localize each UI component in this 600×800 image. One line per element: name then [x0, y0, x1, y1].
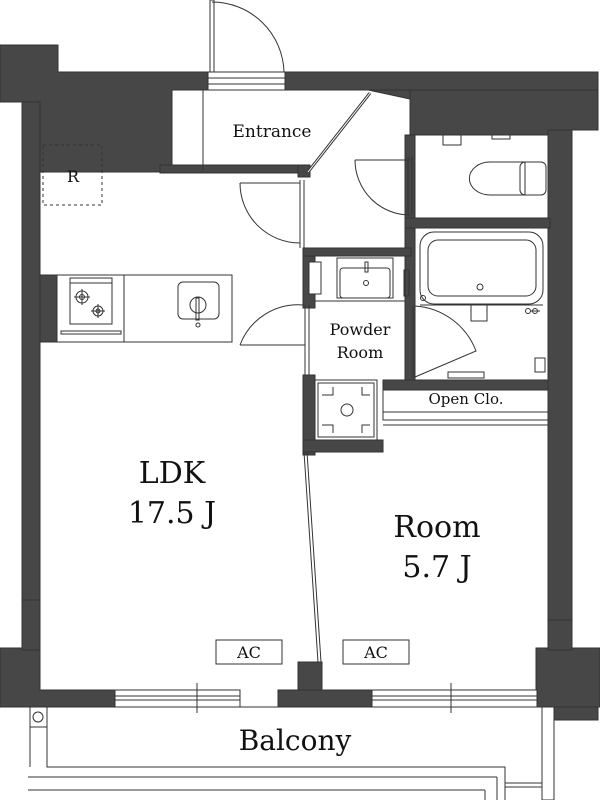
kitchen-sink-icon [177, 281, 220, 328]
powder-room-label-line1: Powder [330, 320, 391, 339]
washbasin-icon [308, 255, 410, 302]
entrance-door[interactable] [207, 0, 286, 91]
drain-icon [32, 711, 44, 723]
balcony-label: Balcony [239, 724, 352, 757]
refrigerator-label: R [67, 167, 80, 186]
toilet-icon [414, 134, 549, 219]
ac-unit-ldk: AC [215, 639, 283, 665]
washing-machine-pan-icon [314, 379, 378, 441]
walls [0, 44, 600, 721]
entrance-label: Entrance [233, 122, 312, 142]
room-label: Room [393, 510, 480, 545]
gas-stove-icon [60, 277, 122, 335]
kitchen-counter [56, 274, 233, 343]
toilet-door[interactable] [354, 157, 413, 216]
ac-unit-room: AC [342, 639, 410, 665]
balcony [28, 706, 555, 800]
bath-door[interactable] [412, 305, 477, 378]
powder-room-door[interactable] [239, 304, 310, 375]
hall-door[interactable] [239, 180, 305, 248]
bathtub-icon [414, 227, 549, 381]
ldk-label: LDK [139, 456, 206, 491]
open-closet [382, 389, 549, 426]
room-size: 5.7 J [402, 550, 471, 585]
entrance-area [202, 89, 385, 173]
open-closet-label: Open Clo. [428, 390, 503, 408]
svg-text:AC: AC [363, 643, 388, 662]
powder-room-label-line2: Room [337, 343, 383, 362]
svg-text:AC: AC [236, 643, 261, 662]
sliding-window-icon[interactable] [114, 683, 538, 713]
sliding-partition[interactable] [303, 451, 322, 663]
ldk-size: 17.5 J [128, 496, 216, 531]
faucet-icon [525, 308, 540, 314]
